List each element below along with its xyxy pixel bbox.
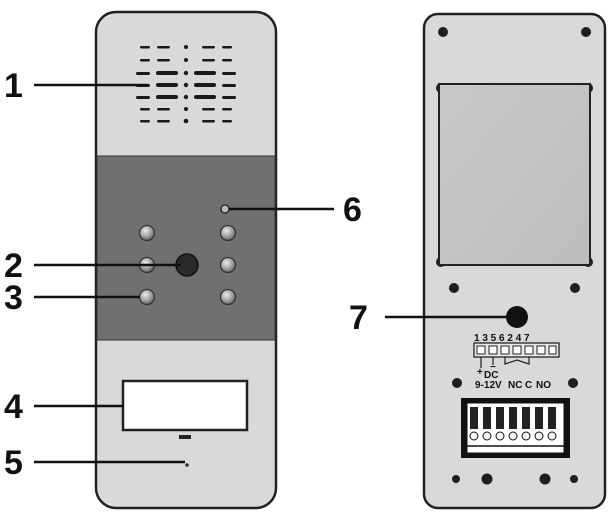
screw: [452, 378, 462, 388]
rear-panel: 1 3 5 6 2 4 7 + DC − 9-12V NC C NO: [422, 12, 607, 510]
screw-terminal-block: [461, 398, 570, 458]
camera-glass: [438, 83, 591, 266]
terminal-label-nc: NC: [508, 380, 522, 391]
screw: [539, 473, 551, 485]
screw: [581, 27, 591, 37]
callout-numbers: 1 2 3 4 5 6 7: [4, 67, 368, 482]
callout-lines: [34, 83, 507, 464]
screw: [438, 27, 448, 37]
terminal-numbers: 1 3 5 6 2 4 7: [474, 333, 530, 344]
name-tag-slot: [179, 435, 191, 439]
terminal-label-no: NO: [536, 380, 551, 391]
screw: [481, 473, 493, 485]
name-tag-window: [121, 379, 249, 432]
call-button[interactable]: [219, 288, 237, 306]
call-button[interactable]: [138, 224, 156, 242]
indicator-led: [220, 204, 230, 214]
speaker-grille: [136, 45, 236, 124]
terminal-label-c: C: [525, 380, 532, 391]
terminal-label-dc: DC: [484, 370, 498, 381]
call-button[interactable]: [219, 224, 237, 242]
terminal-label-plus: +: [477, 367, 483, 378]
call-buttons: [138, 224, 237, 306]
screw: [570, 475, 578, 483]
microphone-hole: [185, 463, 189, 467]
terminal-label-minus: −: [490, 362, 496, 373]
screw: [568, 378, 578, 388]
callout-number-3: 3: [4, 279, 23, 317]
screw: [452, 475, 460, 483]
call-button[interactable]: [219, 256, 237, 274]
screw: [449, 283, 459, 293]
callout-number-6: 6: [343, 191, 362, 229]
cable-hole: [506, 306, 528, 328]
terminal-pins: [476, 345, 557, 355]
terminal-label-voltage: 9-12V: [475, 380, 502, 391]
callout-number-5: 5: [4, 444, 23, 482]
front-panel: [94, 10, 278, 510]
call-button[interactable]: [138, 288, 156, 306]
callout-number-1: 1: [4, 67, 23, 105]
terminal-leads: [480, 357, 530, 368]
screw: [570, 283, 580, 293]
button-module: [96, 155, 276, 341]
callout-number-7: 7: [349, 299, 368, 337]
callout-number-2: 2: [4, 247, 23, 285]
callout-number-4: 4: [4, 388, 23, 426]
